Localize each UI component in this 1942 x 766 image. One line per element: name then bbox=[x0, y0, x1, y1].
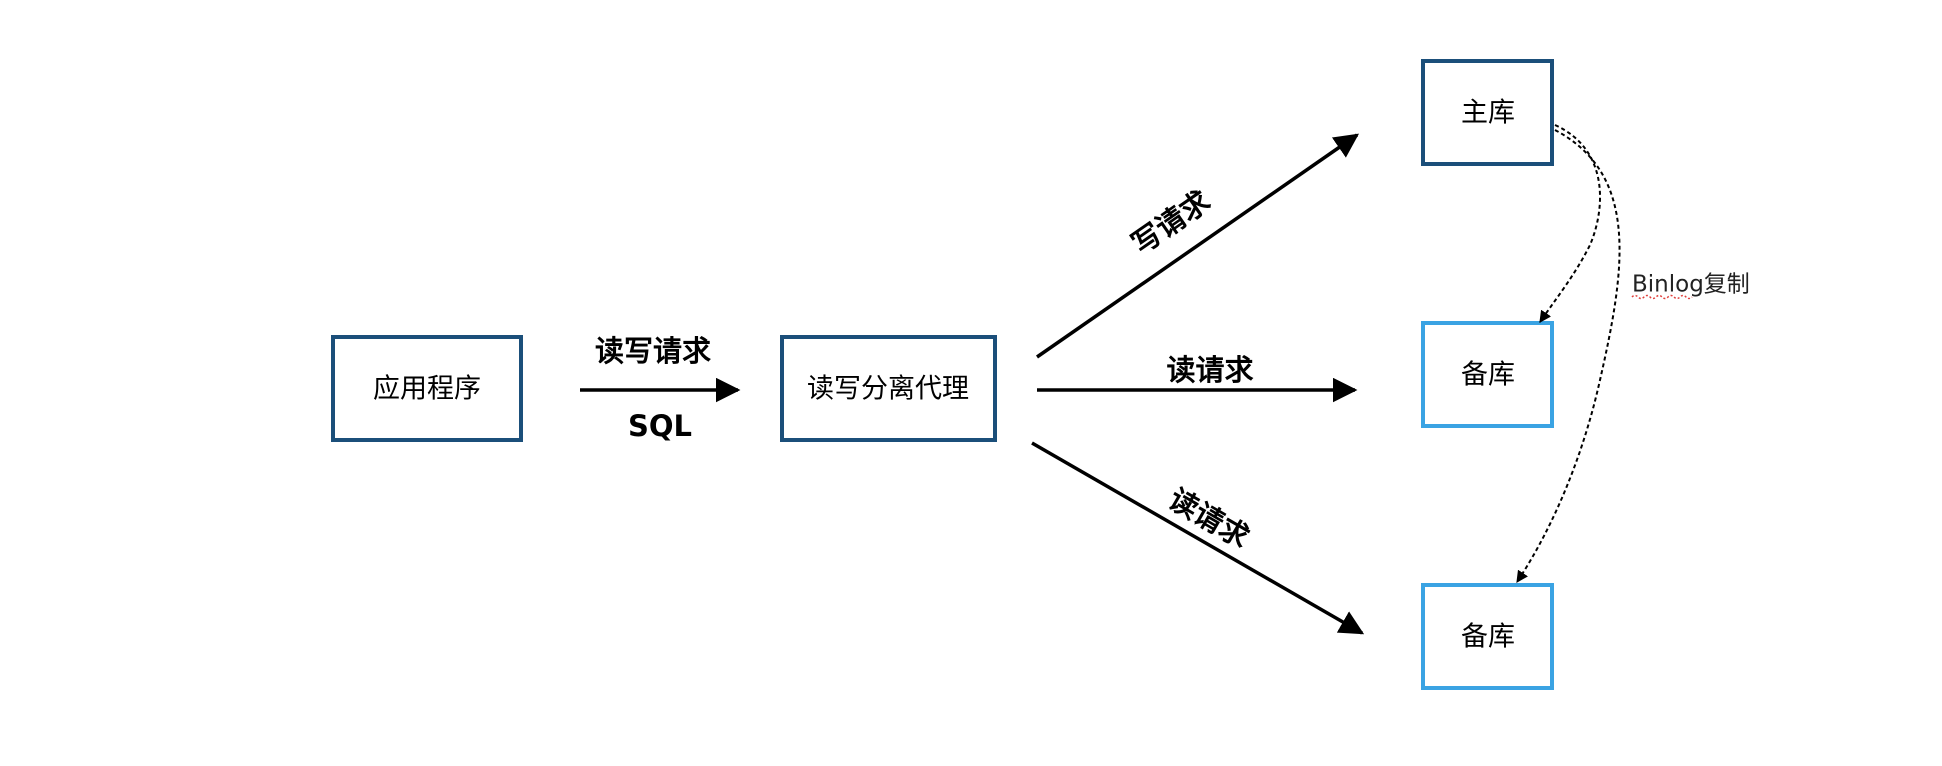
spellcheck-underline bbox=[1631, 294, 1693, 300]
replica-node-1-label: 备库 bbox=[1461, 360, 1515, 391]
replica-node-1: 备库 bbox=[1421, 321, 1554, 428]
replica-node-2: 备库 bbox=[1421, 583, 1554, 690]
app-to-proxy-label-top: 读写请求 bbox=[595, 334, 711, 368]
proxy-to-master-arrow bbox=[1036, 133, 1360, 359]
proxy-to-replica-1-label: 读请求 bbox=[1166, 353, 1253, 387]
replica-node-1-box bbox=[1421, 321, 1554, 428]
master-node: 主库 bbox=[1421, 59, 1554, 166]
proxy-to-replica-2-edge: 读请求 bbox=[1031, 441, 1365, 635]
replication-arrow-to-replica-1 bbox=[1539, 124, 1602, 323]
master-node-box bbox=[1421, 59, 1554, 166]
app-node-box bbox=[331, 335, 523, 442]
replication-edge: Binlog复制 bbox=[1516, 124, 1750, 583]
app-to-proxy-edge: 读写请求 SQL bbox=[580, 334, 741, 443]
proxy-to-master-label: 写请求 bbox=[1125, 184, 1216, 261]
proxy-node: 读写分离代理 bbox=[780, 335, 997, 442]
replication-arrow-to-replica-2 bbox=[1516, 129, 1621, 583]
app-node-label: 应用程序 bbox=[373, 374, 481, 405]
proxy-to-master-edge: 写请求 bbox=[1036, 133, 1360, 359]
app-to-proxy-label-bottom: SQL bbox=[628, 409, 692, 443]
proxy-node-label: 读写分离代理 bbox=[807, 374, 969, 405]
replica-node-2-label: 备库 bbox=[1461, 622, 1515, 653]
app-node: 应用程序 bbox=[331, 335, 523, 442]
replication-label: Binlog复制 bbox=[1632, 272, 1750, 298]
proxy-to-replica-2-arrow bbox=[1031, 441, 1365, 635]
master-node-label: 主库 bbox=[1461, 98, 1515, 129]
replica-node-2-box bbox=[1421, 583, 1554, 690]
proxy-to-replica-1-edge: 读请求 bbox=[1037, 353, 1358, 403]
proxy-node-box bbox=[780, 335, 997, 442]
